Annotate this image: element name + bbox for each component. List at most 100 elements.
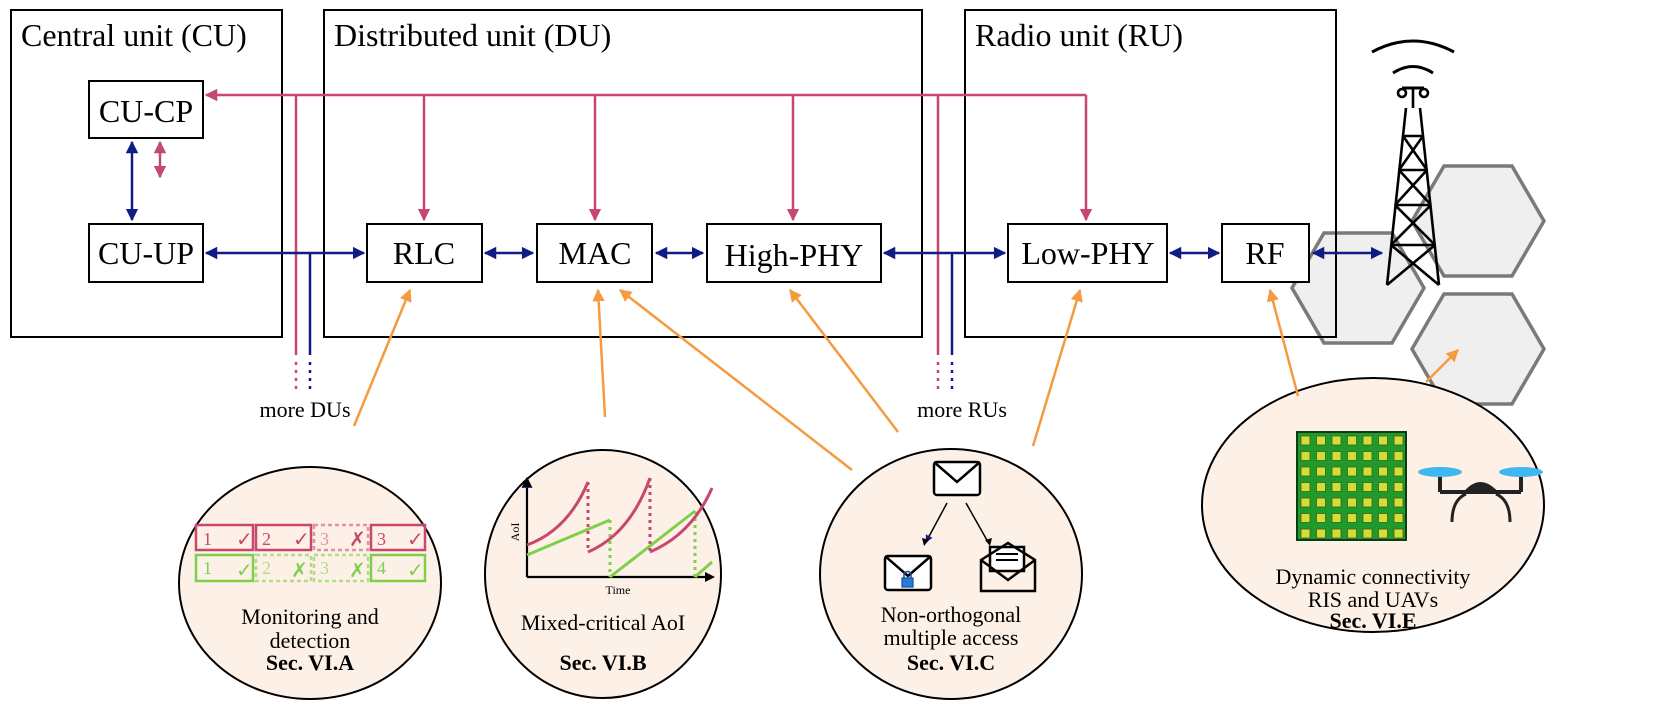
- ris-element: [1393, 513, 1404, 523]
- ris-element: [1347, 451, 1357, 461]
- ris-element: [1378, 497, 1388, 508]
- ris-element: [1362, 528, 1373, 539]
- cell-hexagons: [1289, 164, 1547, 406]
- low-phy-block: Low-PHY: [1007, 223, 1168, 283]
- cu-title: Central unit (CU): [21, 17, 247, 53]
- bubble-e-line1: Dynamic connectivity: [1276, 564, 1471, 589]
- bubble-e-section: Sec. VI.E: [1330, 608, 1417, 633]
- more-rus-label: more RUs: [917, 397, 1007, 422]
- user-plane-lines: [125, 140, 1384, 390]
- ris-element: [1331, 466, 1342, 477]
- bubble-e-line2: RIS and UAVs: [1308, 587, 1438, 612]
- ris-element: [1393, 528, 1404, 539]
- ris-element: [1316, 528, 1326, 539]
- ris-element: [1316, 513, 1326, 523]
- svg-text:RF: RF: [1245, 235, 1284, 271]
- svg-text:RLC: RLC: [393, 235, 455, 271]
- slot-number: 4: [377, 558, 386, 578]
- bubble-c-line2: multiple access: [883, 625, 1018, 650]
- bubble-a-line2: detection: [270, 628, 351, 653]
- ris-element: [1393, 497, 1404, 508]
- ris-element: [1316, 451, 1326, 461]
- ris-element: [1378, 513, 1388, 523]
- slot-number: 1: [203, 529, 212, 549]
- slot-number: 1: [203, 558, 212, 578]
- ris-element: [1347, 482, 1357, 492]
- cu-cp-block: CU-CP: [88, 80, 204, 139]
- ru-title: Radio unit (RU): [975, 17, 1183, 53]
- ris-element: [1331, 497, 1342, 508]
- bubble-a-line1: Monitoring and: [241, 604, 379, 629]
- ris-element: [1347, 466, 1357, 477]
- ris-element: [1300, 451, 1311, 461]
- bubble-aoi: [484, 449, 722, 699]
- open-envelope-icon: [979, 541, 1037, 593]
- ris-element: [1378, 528, 1388, 539]
- slot-number: 3: [377, 529, 386, 549]
- ris-element: [1316, 466, 1326, 477]
- ris-element: [1347, 497, 1357, 508]
- svg-text:High-PHY: High-PHY: [725, 237, 864, 273]
- ris-element: [1362, 466, 1373, 477]
- rlc-block: RLC: [366, 223, 483, 283]
- cross-icon: ✗: [291, 560, 308, 582]
- ris-element: [1300, 482, 1311, 492]
- ris-element: [1378, 482, 1388, 492]
- ris-element: [1347, 528, 1357, 539]
- check-icon: ✓: [236, 560, 253, 582]
- ris-element: [1362, 435, 1373, 446]
- ris-element: [1331, 451, 1342, 461]
- ris-element: [1362, 482, 1373, 492]
- bubble-b-section: Sec. VI.B: [560, 650, 647, 675]
- cu-frame: [10, 9, 283, 338]
- bubble-c-section: Sec. VI.C: [907, 650, 995, 675]
- monitoring-slots: 1 ✓ 2 ✓ 3 ✗ 3 ✓ 1 ✓ 2 ✗ 3 ✗ 4 ✓: [194, 523, 427, 583]
- check-icon: ✓: [407, 529, 424, 551]
- time-axis-label: Time: [606, 583, 631, 597]
- svg-text:CU-UP: CU-UP: [98, 235, 194, 271]
- ris-element: [1331, 482, 1342, 492]
- ris-element: [1316, 482, 1326, 492]
- ris-element: [1300, 513, 1311, 523]
- svg-text:CU-CP: CU-CP: [99, 93, 193, 129]
- slot-number: 3: [320, 529, 329, 549]
- cross-icon: ✗: [349, 560, 366, 582]
- slot-number: 3: [320, 558, 329, 578]
- bubble-noma: [819, 448, 1083, 700]
- ris-element: [1300, 497, 1311, 508]
- split-arrow-right: [965, 502, 989, 543]
- high-phy-block: High-PHY: [706, 223, 882, 283]
- ris-element: [1393, 435, 1404, 446]
- ris-element: [1300, 435, 1311, 446]
- aoi-axis-label: AoI: [508, 523, 522, 542]
- ris-panel-icon: [1296, 431, 1407, 541]
- locked-envelope-icon: [883, 554, 933, 592]
- ris-element: [1362, 497, 1373, 508]
- svg-text:Low-PHY: Low-PHY: [1021, 235, 1154, 271]
- check-icon: ✓: [293, 529, 310, 551]
- ris-element: [1300, 528, 1311, 539]
- bubble-c-line1: Non-orthogonal: [881, 602, 1022, 627]
- ris-element: [1378, 451, 1388, 461]
- ris-element: [1378, 435, 1388, 446]
- ris-element: [1331, 435, 1342, 446]
- rf-block: RF: [1221, 223, 1310, 283]
- ris-element: [1362, 451, 1373, 461]
- drone-icon: [1418, 467, 1543, 523]
- ris-element: [1331, 513, 1342, 523]
- ris-element: [1347, 513, 1357, 523]
- mac-block: MAC: [536, 223, 653, 283]
- cross-icon: ✗: [349, 529, 366, 551]
- relation-arrows: [352, 288, 1459, 471]
- envelope-icon: [932, 460, 982, 497]
- slot-number: 2: [262, 558, 271, 578]
- ris-element: [1393, 466, 1404, 477]
- ris-element: [1393, 482, 1404, 492]
- ris-element: [1362, 513, 1373, 523]
- check-icon: ✓: [407, 560, 424, 582]
- ris-element: [1393, 451, 1404, 461]
- ru-frame: [964, 9, 1337, 338]
- svg-text:MAC: MAC: [559, 235, 632, 271]
- bubble-b-line1: Mixed-critical AoI: [521, 610, 685, 635]
- ris-element: [1347, 435, 1357, 446]
